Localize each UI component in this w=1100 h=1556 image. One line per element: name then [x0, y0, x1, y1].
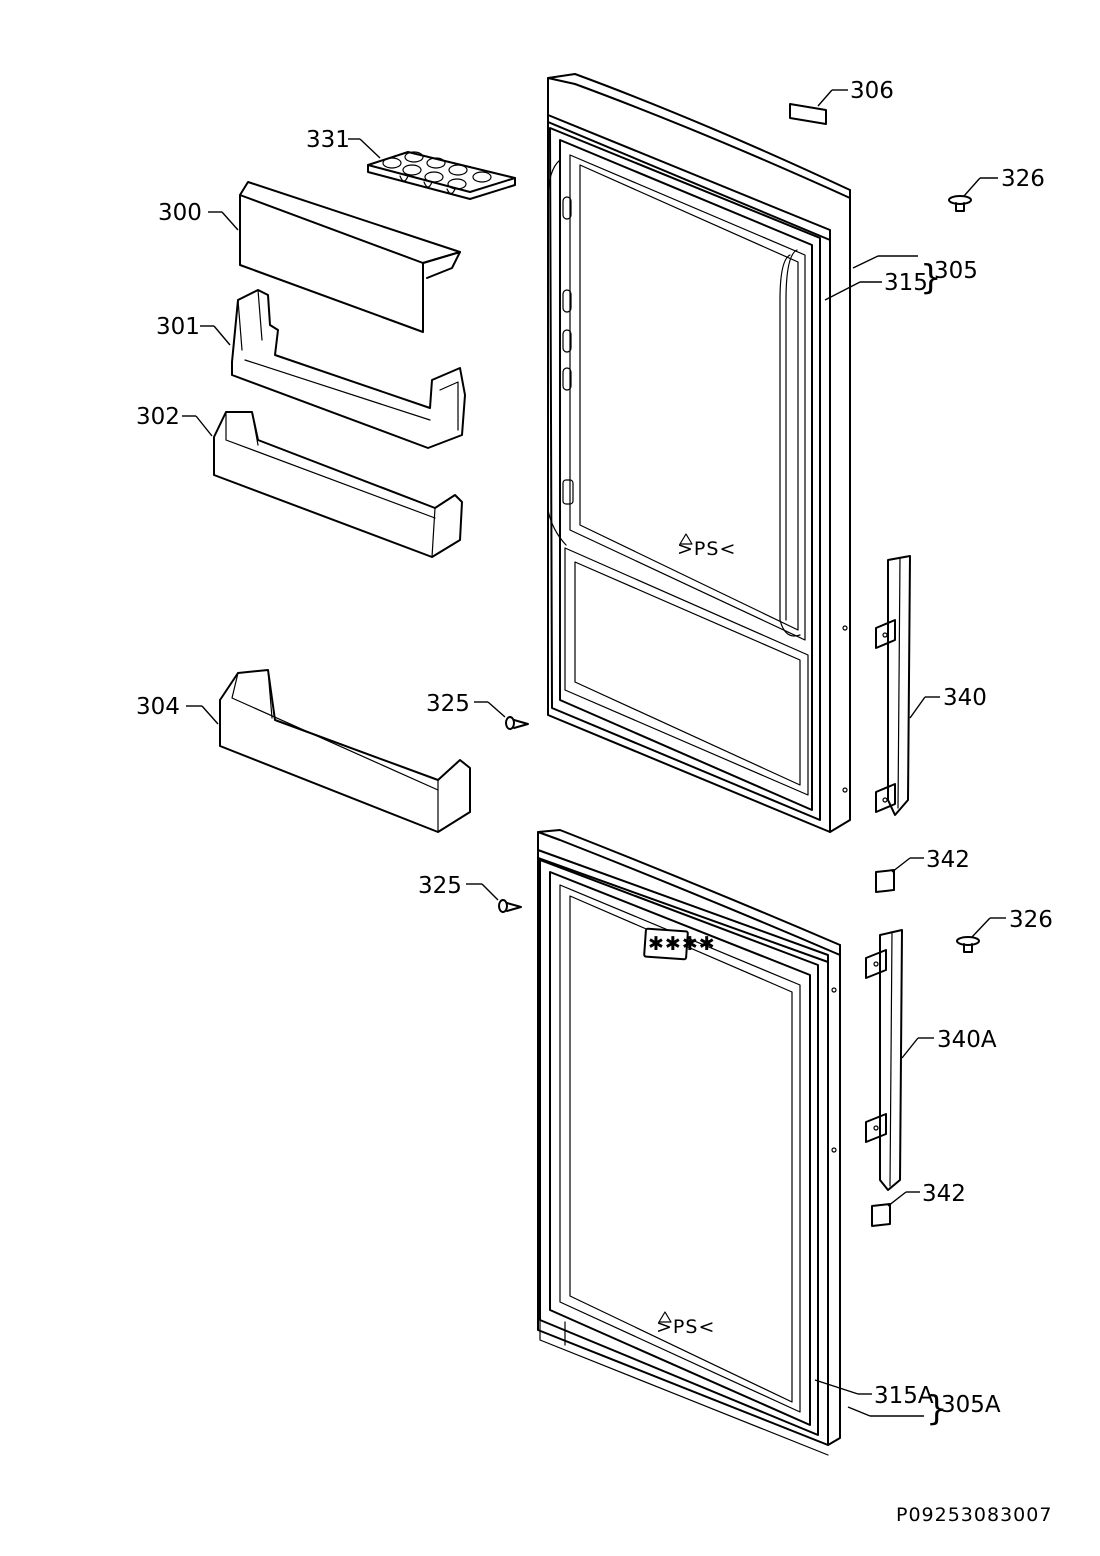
part-306-plate — [789, 89, 848, 125]
callout-304: 304 — [136, 694, 180, 720]
part-326-plug-lower — [956, 917, 1006, 953]
leaders-305A — [814, 1379, 924, 1417]
callout-325-upper: 325 — [426, 691, 470, 717]
callout-340: 340 — [943, 685, 987, 711]
callout-331: 331 — [306, 127, 350, 153]
part-301-shelf — [200, 289, 466, 449]
part-326-plug-upper — [948, 177, 998, 212]
part-342-pad-upper — [875, 857, 924, 893]
callout-326-lower: 326 — [1009, 907, 1053, 933]
brace-305A: } — [926, 1389, 948, 1429]
callout-300: 300 — [158, 200, 202, 226]
part-342-pad-lower — [871, 1191, 920, 1227]
callout-325-lower: 325 — [418, 873, 462, 899]
part-302-shelf — [182, 411, 463, 558]
part-331-egg-tray — [348, 138, 516, 200]
upper-door: >PS< — [547, 73, 851, 833]
part-340-handle — [875, 555, 940, 816]
brace-305: } — [920, 258, 942, 298]
lower-door: ✱✱✱✱ >PS< — [537, 829, 841, 1456]
part-340A-handle — [865, 929, 934, 1191]
part-325-screw-lower — [466, 883, 522, 913]
recycle-text-lower: >PS< — [656, 1316, 715, 1338]
callout-305A: 305A — [941, 1392, 1001, 1418]
callout-306: 306 — [850, 78, 894, 104]
part-300-flap — [208, 181, 461, 333]
callout-305: 305 — [934, 258, 978, 284]
part-304-shelf — [186, 669, 471, 833]
callout-315A: 315A — [874, 1383, 934, 1409]
recycle-text: >PS< — [677, 538, 736, 560]
callout-302: 302 — [136, 404, 180, 430]
drawing-code: P09253083007 — [896, 1504, 1052, 1526]
callout-326-upper: 326 — [1001, 166, 1045, 192]
freezer-star-text: ✱✱✱✱ — [648, 933, 716, 955]
callout-340A: 340A — [937, 1027, 997, 1053]
callout-301: 301 — [156, 314, 200, 340]
callout-315: 315 — [884, 270, 928, 296]
callout-342-lower: 342 — [922, 1181, 966, 1207]
part-325-screw-upper — [474, 701, 529, 730]
leaders-305 — [824, 255, 918, 301]
callout-342-upper: 342 — [926, 847, 970, 873]
